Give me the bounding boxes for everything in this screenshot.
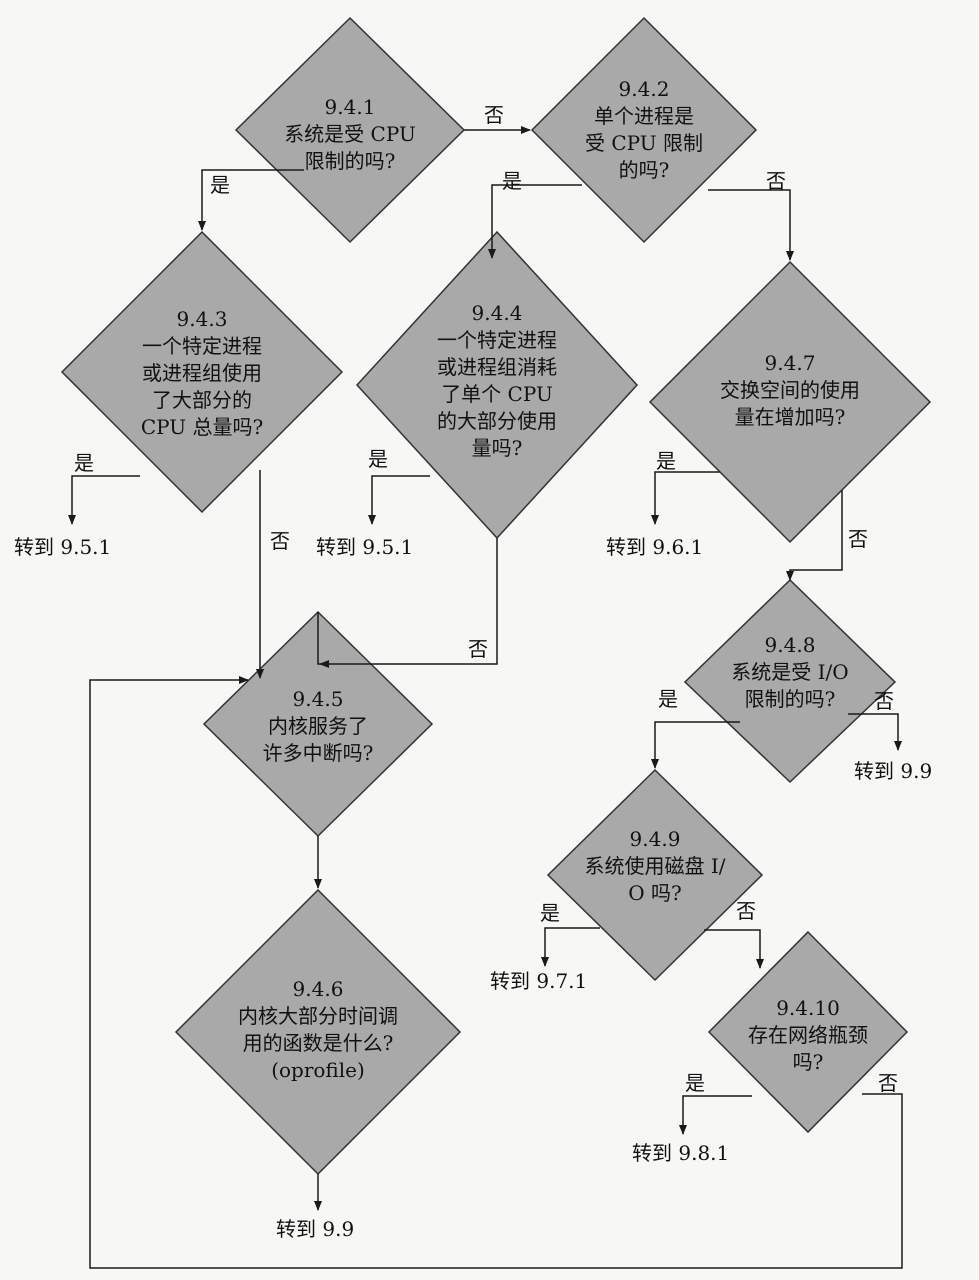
terminal-9410: 转到 9.8.1 [632, 1141, 730, 1165]
edge-label-941-no: 否 [484, 103, 504, 127]
node-9-4-5-line2: 许多中断吗? [262, 740, 374, 765]
node-9-4-7-id: 9.4.7 [764, 350, 816, 375]
terminal-943: 转到 9.5.1 [14, 535, 112, 559]
diamond-9-4-1 [234, 16, 466, 244]
node-9-4-8-id: 9.4.8 [764, 632, 816, 657]
node-9-4-4-line2: 或进程组消耗 [437, 355, 557, 379]
node-9-4-10: 9.4.10 存在网络瓶颈 吗? [723, 990, 893, 1080]
node-9-4-1-id: 9.4.1 [324, 94, 376, 119]
node-9-4-7-line2: 量在增加吗? [734, 404, 846, 429]
node-9-4-9: 9.4.9 系统使用磁盘 I/ O 吗? [555, 818, 755, 914]
node-9-4-10-line1: 存在网络瓶颈 [748, 1022, 868, 1047]
node-9-4-8-line2: 限制的吗? [744, 686, 836, 711]
edge-9410-yes [679, 1095, 752, 1135]
edge-943-yes [68, 475, 140, 525]
node-9-4-5-line1: 内核服务了 [268, 713, 368, 738]
node-9-4-9-line2: O 吗? [628, 880, 682, 905]
node-9-4-7-line1: 交换空间的使用 [720, 377, 860, 402]
edge-label-9410-yes: 是 [685, 1071, 705, 1095]
node-9-4-8: 9.4.8 系统是受 I/O 限制的吗? [700, 624, 880, 720]
node-9-4-5: 9.4.5 内核服务了 许多中断吗? [218, 678, 418, 774]
node-9-4-1-line2: 限制的吗? [304, 148, 396, 173]
terminal-944: 转到 9.5.1 [316, 535, 414, 559]
edge-label-948-no: 否 [874, 689, 894, 713]
node-9-4-10-line2: 吗? [792, 1049, 824, 1074]
node-9-4-4-line5: 量吗? [471, 436, 523, 460]
edge-label-942-no: 否 [766, 169, 786, 193]
edge-label-948-yes: 是 [658, 687, 678, 711]
edge-948-no [848, 713, 902, 751]
terminal-946: 转到 9.9 [276, 1217, 355, 1241]
edge-label-943-yes: 是 [74, 451, 94, 475]
node-9-4-9-line1: 系统使用磁盘 I/ [584, 853, 726, 878]
edge-label-942-yes: 是 [502, 169, 522, 193]
node-9-4-6-line3: (oprofile) [271, 1058, 365, 1082]
edge-944-no [317, 538, 498, 665]
diamond-9-4-8 [683, 578, 897, 784]
edge-944-yes [368, 475, 430, 525]
node-9-4-3-id: 9.4.3 [176, 306, 228, 331]
edge-949-yes [541, 927, 600, 967]
edge-label-949-no: 否 [736, 899, 756, 923]
edge-949-no [704, 929, 764, 969]
node-9-4-8-line1: 系统是受 I/O [731, 659, 849, 684]
edge-947-yes [651, 471, 720, 525]
node-9-4-4-line3: 了单个 CPU [441, 382, 553, 406]
edge-label-944-yes: 是 [368, 447, 388, 471]
terminal-949: 转到 9.7.1 [490, 969, 588, 993]
node-9-4-3-line3: 了大部分的 [152, 387, 252, 412]
diamond-9-4-9 [546, 768, 764, 982]
edge-label-949-yes: 是 [540, 901, 560, 925]
node-9-4-7: 9.4.7 交换空间的使用 量在增加吗? [690, 342, 890, 438]
edge-label-943-no: 否 [270, 529, 290, 553]
node-9-4-6-id: 9.4.6 [292, 977, 344, 1001]
node-9-4-3-line1: 一个特定进程 [142, 333, 262, 358]
edge-942-no [708, 189, 794, 261]
node-9-4-1-line1: 系统是受 CPU [284, 121, 416, 146]
edge-948-yes [651, 721, 740, 769]
edge-label-9410-no: 否 [878, 1071, 898, 1095]
node-9-4-4-line1: 一个特定进程 [437, 328, 557, 352]
diamond-9-4-3 [60, 230, 344, 514]
node-9-4-3-line4: CPU 总量吗? [140, 414, 264, 439]
node-9-4-6-line2: 用的函数是什么? [242, 1031, 394, 1055]
node-9-4-4: 9.4.4 一个特定进程 或进程组消耗 了单个 CPU 的大部分使用 量吗? [397, 286, 597, 476]
node-9-4-1: 9.4.1 系统是受 CPU 限制的吗? [250, 86, 450, 182]
node-9-4-2-line2: 受 CPU 限制 [585, 131, 703, 155]
node-9-4-2-line1: 单个进程是 [594, 104, 694, 128]
node-9-4-2-id: 9.4.2 [618, 77, 670, 101]
terminal-948: 转到 9.9 [854, 759, 933, 783]
node-9-4-6: 9.4.6 内核大部分时间调 用的函数是什么? (oprofile) [208, 968, 428, 1092]
node-9-4-4-line4: 的大部分使用 [437, 409, 557, 433]
node-9-4-9-id: 9.4.9 [629, 826, 681, 851]
edge-label-941-yes: 是 [210, 173, 230, 197]
node-9-4-6-line1: 内核大部分时间调 [238, 1004, 398, 1028]
node-9-4-2: 9.4.2 单个进程是 受 CPU 限制 的吗? [544, 70, 744, 190]
edge-947-no [786, 490, 843, 581]
node-9-4-3-line2: 或进程组使用 [142, 360, 262, 385]
edge-label-947-no: 否 [848, 527, 868, 551]
edge-label-944-no: 否 [468, 637, 488, 661]
diamond-9-4-10 [707, 930, 909, 1134]
edge-942-yes [488, 184, 582, 259]
node-9-4-10-id: 9.4.10 [776, 995, 840, 1020]
node-9-4-5-id: 9.4.5 [292, 686, 344, 711]
edge-9410-no-loop [89, 676, 903, 1269]
node-9-4-2-line3: 的吗? [618, 158, 670, 182]
node-9-4-4-id: 9.4.4 [471, 301, 523, 325]
diamond-9-4-2 [530, 16, 758, 244]
edge-label-947-yes: 是 [656, 449, 676, 473]
edge-941-yes [198, 169, 304, 231]
terminal-947: 转到 9.6.1 [606, 535, 704, 559]
node-9-4-3: 9.4.3 一个特定进程 或进程组使用 了大部分的 CPU 总量吗? [102, 298, 302, 448]
